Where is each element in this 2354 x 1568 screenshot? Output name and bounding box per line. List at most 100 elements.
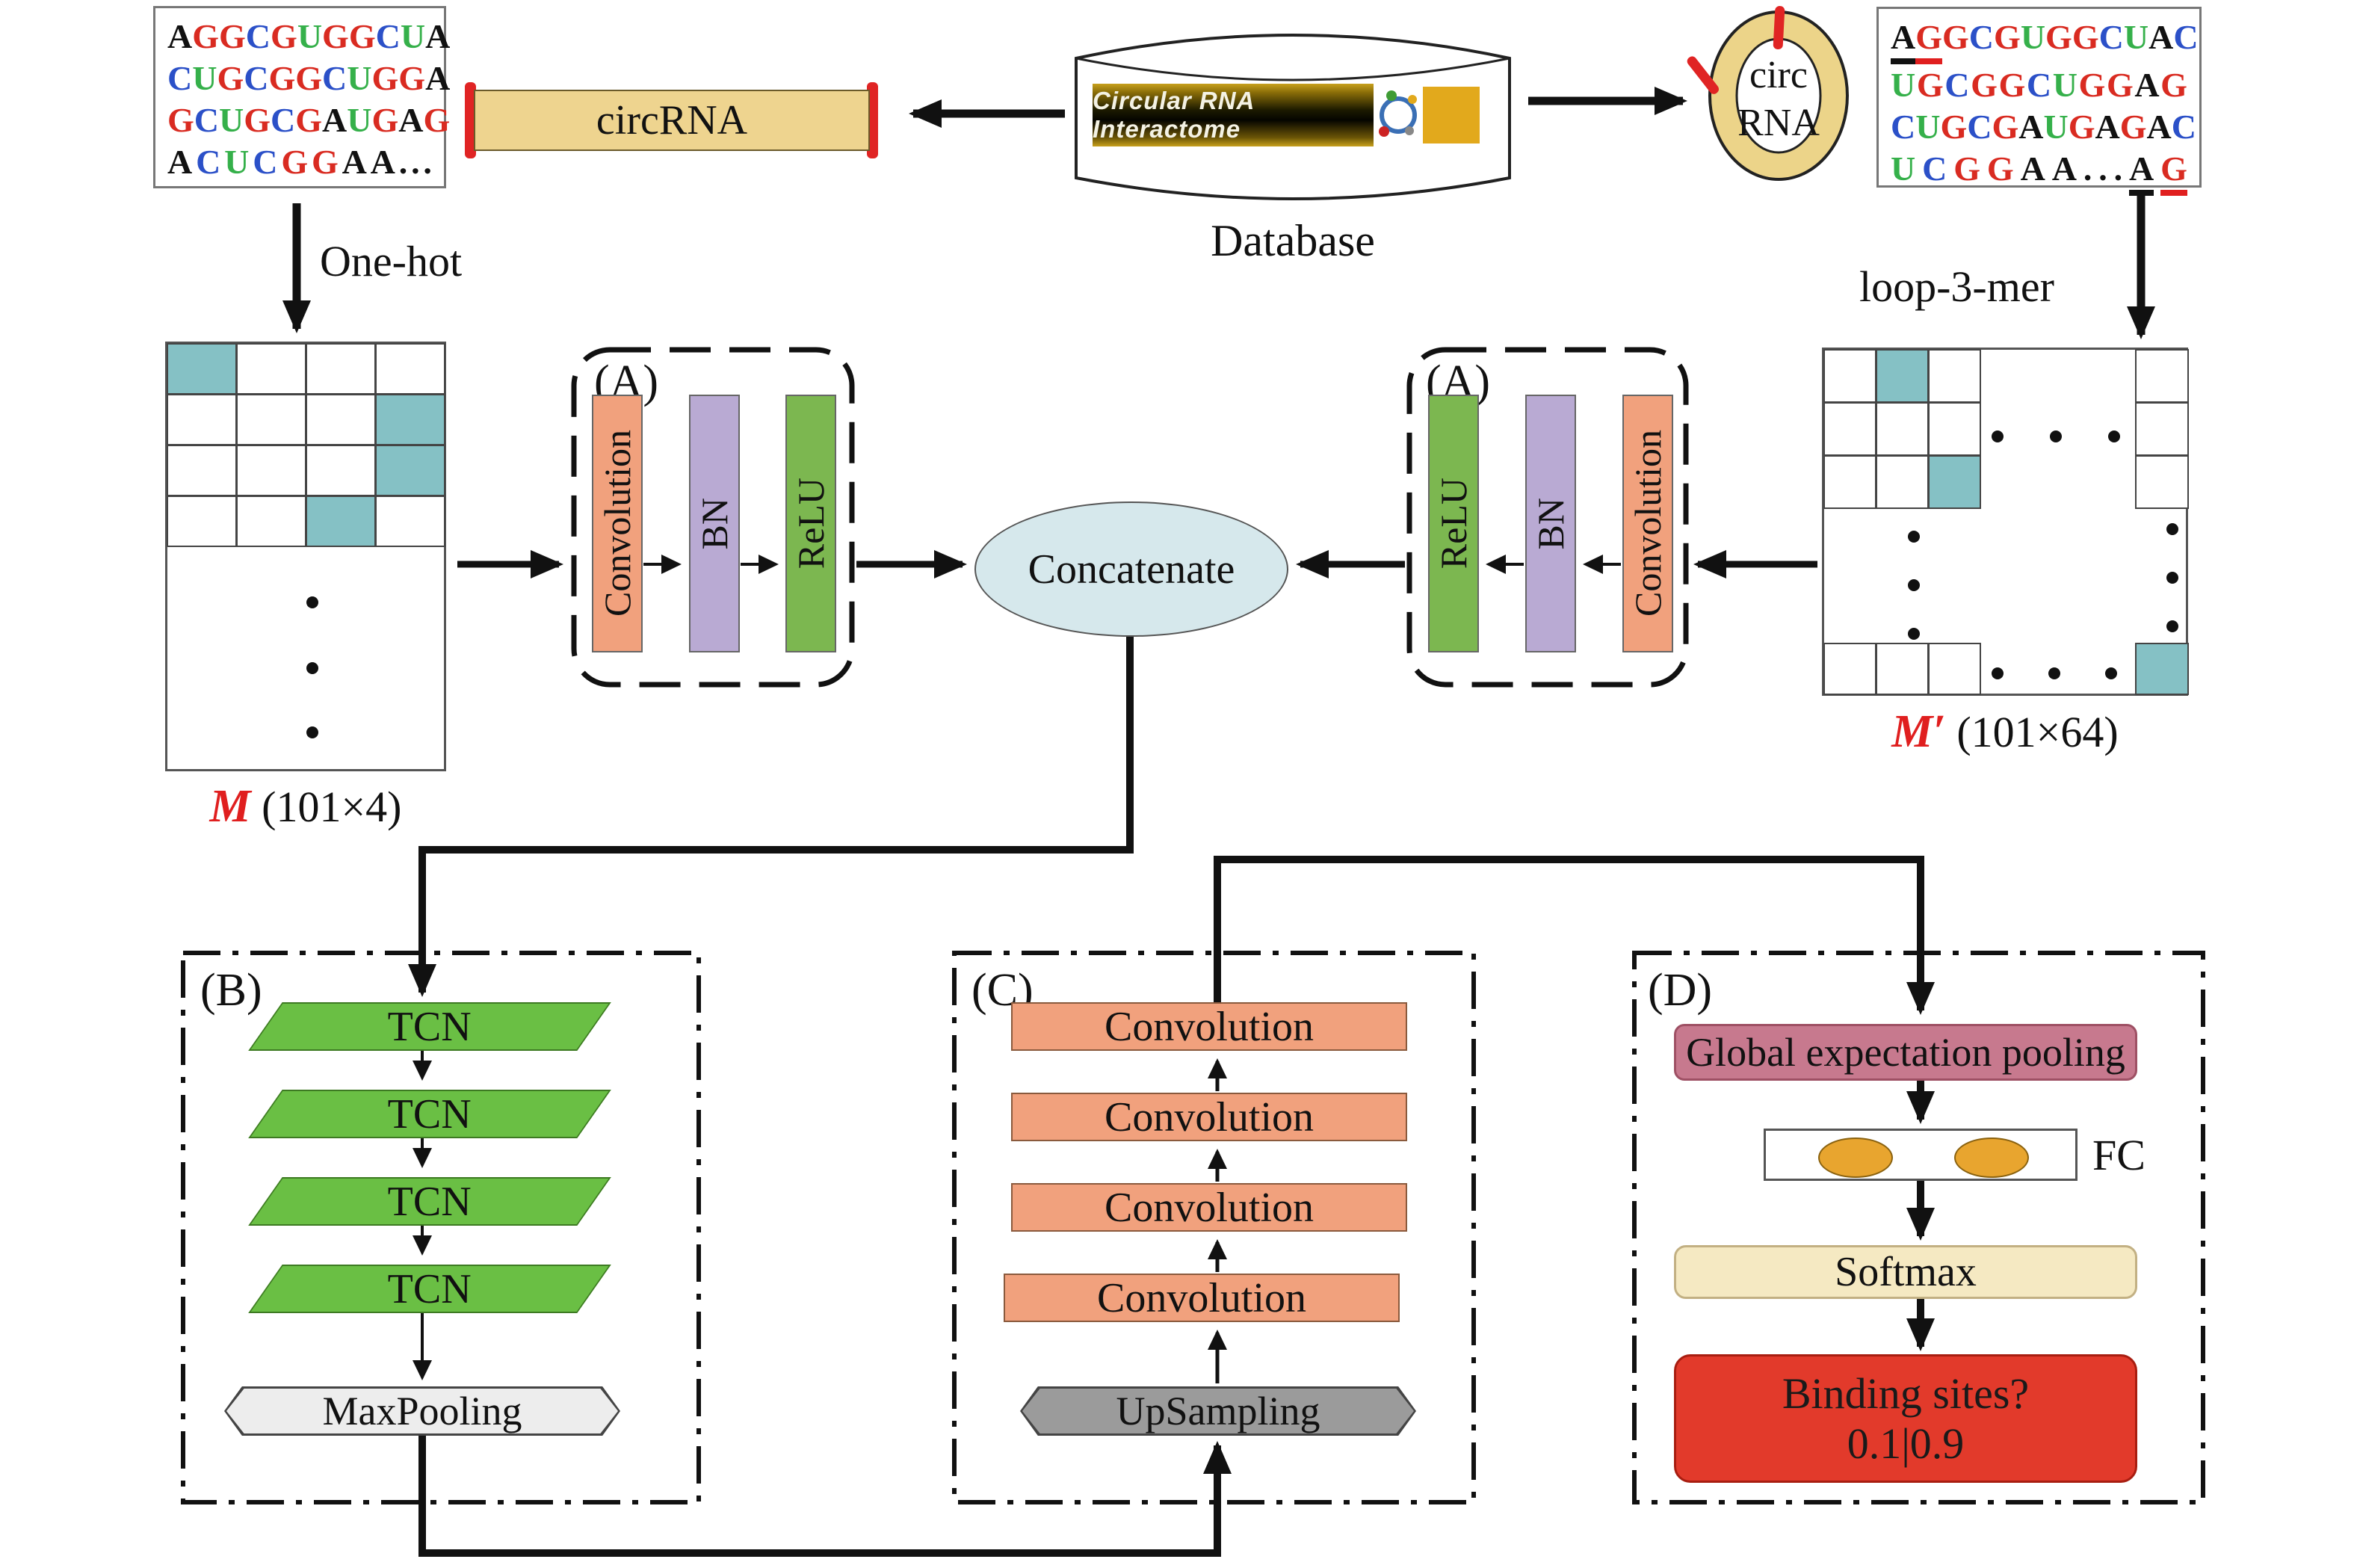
- softmax-node: Softmax: [1674, 1245, 2137, 1299]
- ellipsis-dot: [2105, 667, 2117, 679]
- matrix-cell: [2135, 349, 2189, 403]
- tcn-layer: TCN: [248, 1177, 611, 1226]
- matrix-cell: [2135, 455, 2189, 509]
- database-label: Database: [1211, 216, 1375, 265]
- layer-convolution: Convolution: [1622, 395, 1673, 652]
- matrix-cell-filled: [167, 343, 237, 395]
- matrix-cell: [167, 445, 237, 496]
- database-gold-block: [1423, 87, 1480, 143]
- ellipsis-dot: [1908, 628, 1920, 640]
- ellipsis-dot: [2050, 430, 2062, 442]
- matrix-cell: [236, 343, 306, 395]
- ellipsis-dot: [306, 662, 318, 674]
- ring-text-circ: circ: [1749, 54, 1808, 96]
- matrix-cell: [1823, 455, 1876, 509]
- layer-relu: ReLU: [785, 395, 836, 652]
- convolution-layer: Convolution: [1011, 1002, 1407, 1051]
- matrix-cell: [1928, 402, 1981, 456]
- database-banner-text: Circular RNA Interactome: [1093, 87, 1255, 143]
- matrix-cell-filled: [2135, 643, 2189, 695]
- convolution-layer: Convolution: [1011, 1183, 1407, 1232]
- matrix-cell-filled: [375, 394, 445, 445]
- database-mini-logo: [1375, 84, 1421, 146]
- ellipsis-dot: [1908, 579, 1920, 591]
- upsampling-node: UpSampling: [1020, 1386, 1416, 1436]
- matrix-cell: [167, 496, 237, 547]
- tcn-layer: TCN: [248, 1002, 611, 1051]
- circbar-left-cap: [465, 82, 476, 158]
- matrix-cell: [2135, 402, 2189, 456]
- matrix-cell: [167, 394, 237, 445]
- matrix-cell: [306, 394, 376, 445]
- matrix-cell: [1928, 643, 1981, 695]
- matrix-cell-filled: [375, 445, 445, 496]
- matrix-cell: [1928, 349, 1981, 403]
- ellipsis-dot: [306, 596, 318, 608]
- matrix-cell: [375, 496, 445, 547]
- matrix-cell: [236, 496, 306, 547]
- database-banner: Circular RNA Interactome: [1093, 84, 1374, 146]
- matrix-cell: [306, 445, 376, 496]
- block-d-label: (D): [1648, 965, 1713, 1016]
- fc-label: FC: [2092, 1131, 2146, 1179]
- ellipsis-dot: [1908, 531, 1920, 543]
- matrix-cell: [306, 343, 376, 395]
- onehot-label: One-hot: [320, 237, 463, 285]
- fc-neuron: [1954, 1138, 2029, 1178]
- matrix-cell-filled: [1928, 455, 1981, 509]
- ellipsis-dot: [2048, 667, 2060, 679]
- loop3mer-label: loop-3-mer: [1859, 262, 2054, 311]
- ellipsis-dot: [1992, 667, 2004, 679]
- circrna-bar: circRNA: [474, 90, 870, 151]
- matrix-cell: [1876, 455, 1929, 509]
- matrix-cell: [1823, 643, 1876, 695]
- matrix-cell: [1876, 402, 1929, 456]
- convolution-layer: Convolution: [1004, 1274, 1400, 1322]
- ellipsis-dot: [2166, 572, 2178, 584]
- ring-text-rna: RNA: [1737, 102, 1820, 144]
- matrix-m-label: M (101×4): [209, 781, 402, 832]
- layer-bn: BN: [1525, 395, 1576, 652]
- matrix-cell: [236, 445, 306, 496]
- ellipsis-dot: [1992, 430, 2004, 442]
- binding-sites-node: Binding sites? 0.1|0.9: [1674, 1354, 2137, 1483]
- matrix-m: [165, 342, 446, 771]
- matrix-cell-filled: [306, 496, 376, 547]
- matrix-cell: [1876, 643, 1929, 695]
- maxpooling-node: MaxPooling: [224, 1386, 620, 1436]
- matrix-cell: [236, 394, 306, 445]
- line-b-to-c: [418, 1435, 1232, 1557]
- line-concat-to-b: [408, 635, 1134, 997]
- matrix-cell: [1823, 402, 1876, 456]
- layer-convolution: Convolution: [592, 395, 643, 652]
- layer-bn: BN: [689, 395, 740, 652]
- layer-relu: ReLU: [1428, 395, 1479, 652]
- fc-neuron: [1818, 1138, 1893, 1178]
- matrix-cell-filled: [1876, 349, 1929, 403]
- ellipsis-dot: [2166, 523, 2178, 535]
- circrna-bar-label: circRNA: [596, 97, 748, 143]
- tcn-layer: TCN: [248, 1090, 611, 1138]
- ellipsis-dot: [2108, 430, 2120, 442]
- convolution-layer: Convolution: [1011, 1093, 1407, 1141]
- concatenate-node: Concatenate: [974, 501, 1288, 637]
- line-c-to-d: [1214, 856, 1935, 1015]
- tcn-layer: TCN: [248, 1265, 611, 1313]
- ellipsis-dot: [306, 726, 318, 738]
- matrix-cell: [375, 343, 445, 395]
- ellipsis-dot: [2166, 620, 2178, 632]
- global-expectation-pooling: Global expectation pooling: [1674, 1024, 2137, 1081]
- matrix-m-prime-label: M′ (101×64): [1891, 706, 2119, 757]
- matrix-cell: [1823, 349, 1876, 403]
- matrix-m-prime: [1822, 348, 2189, 696]
